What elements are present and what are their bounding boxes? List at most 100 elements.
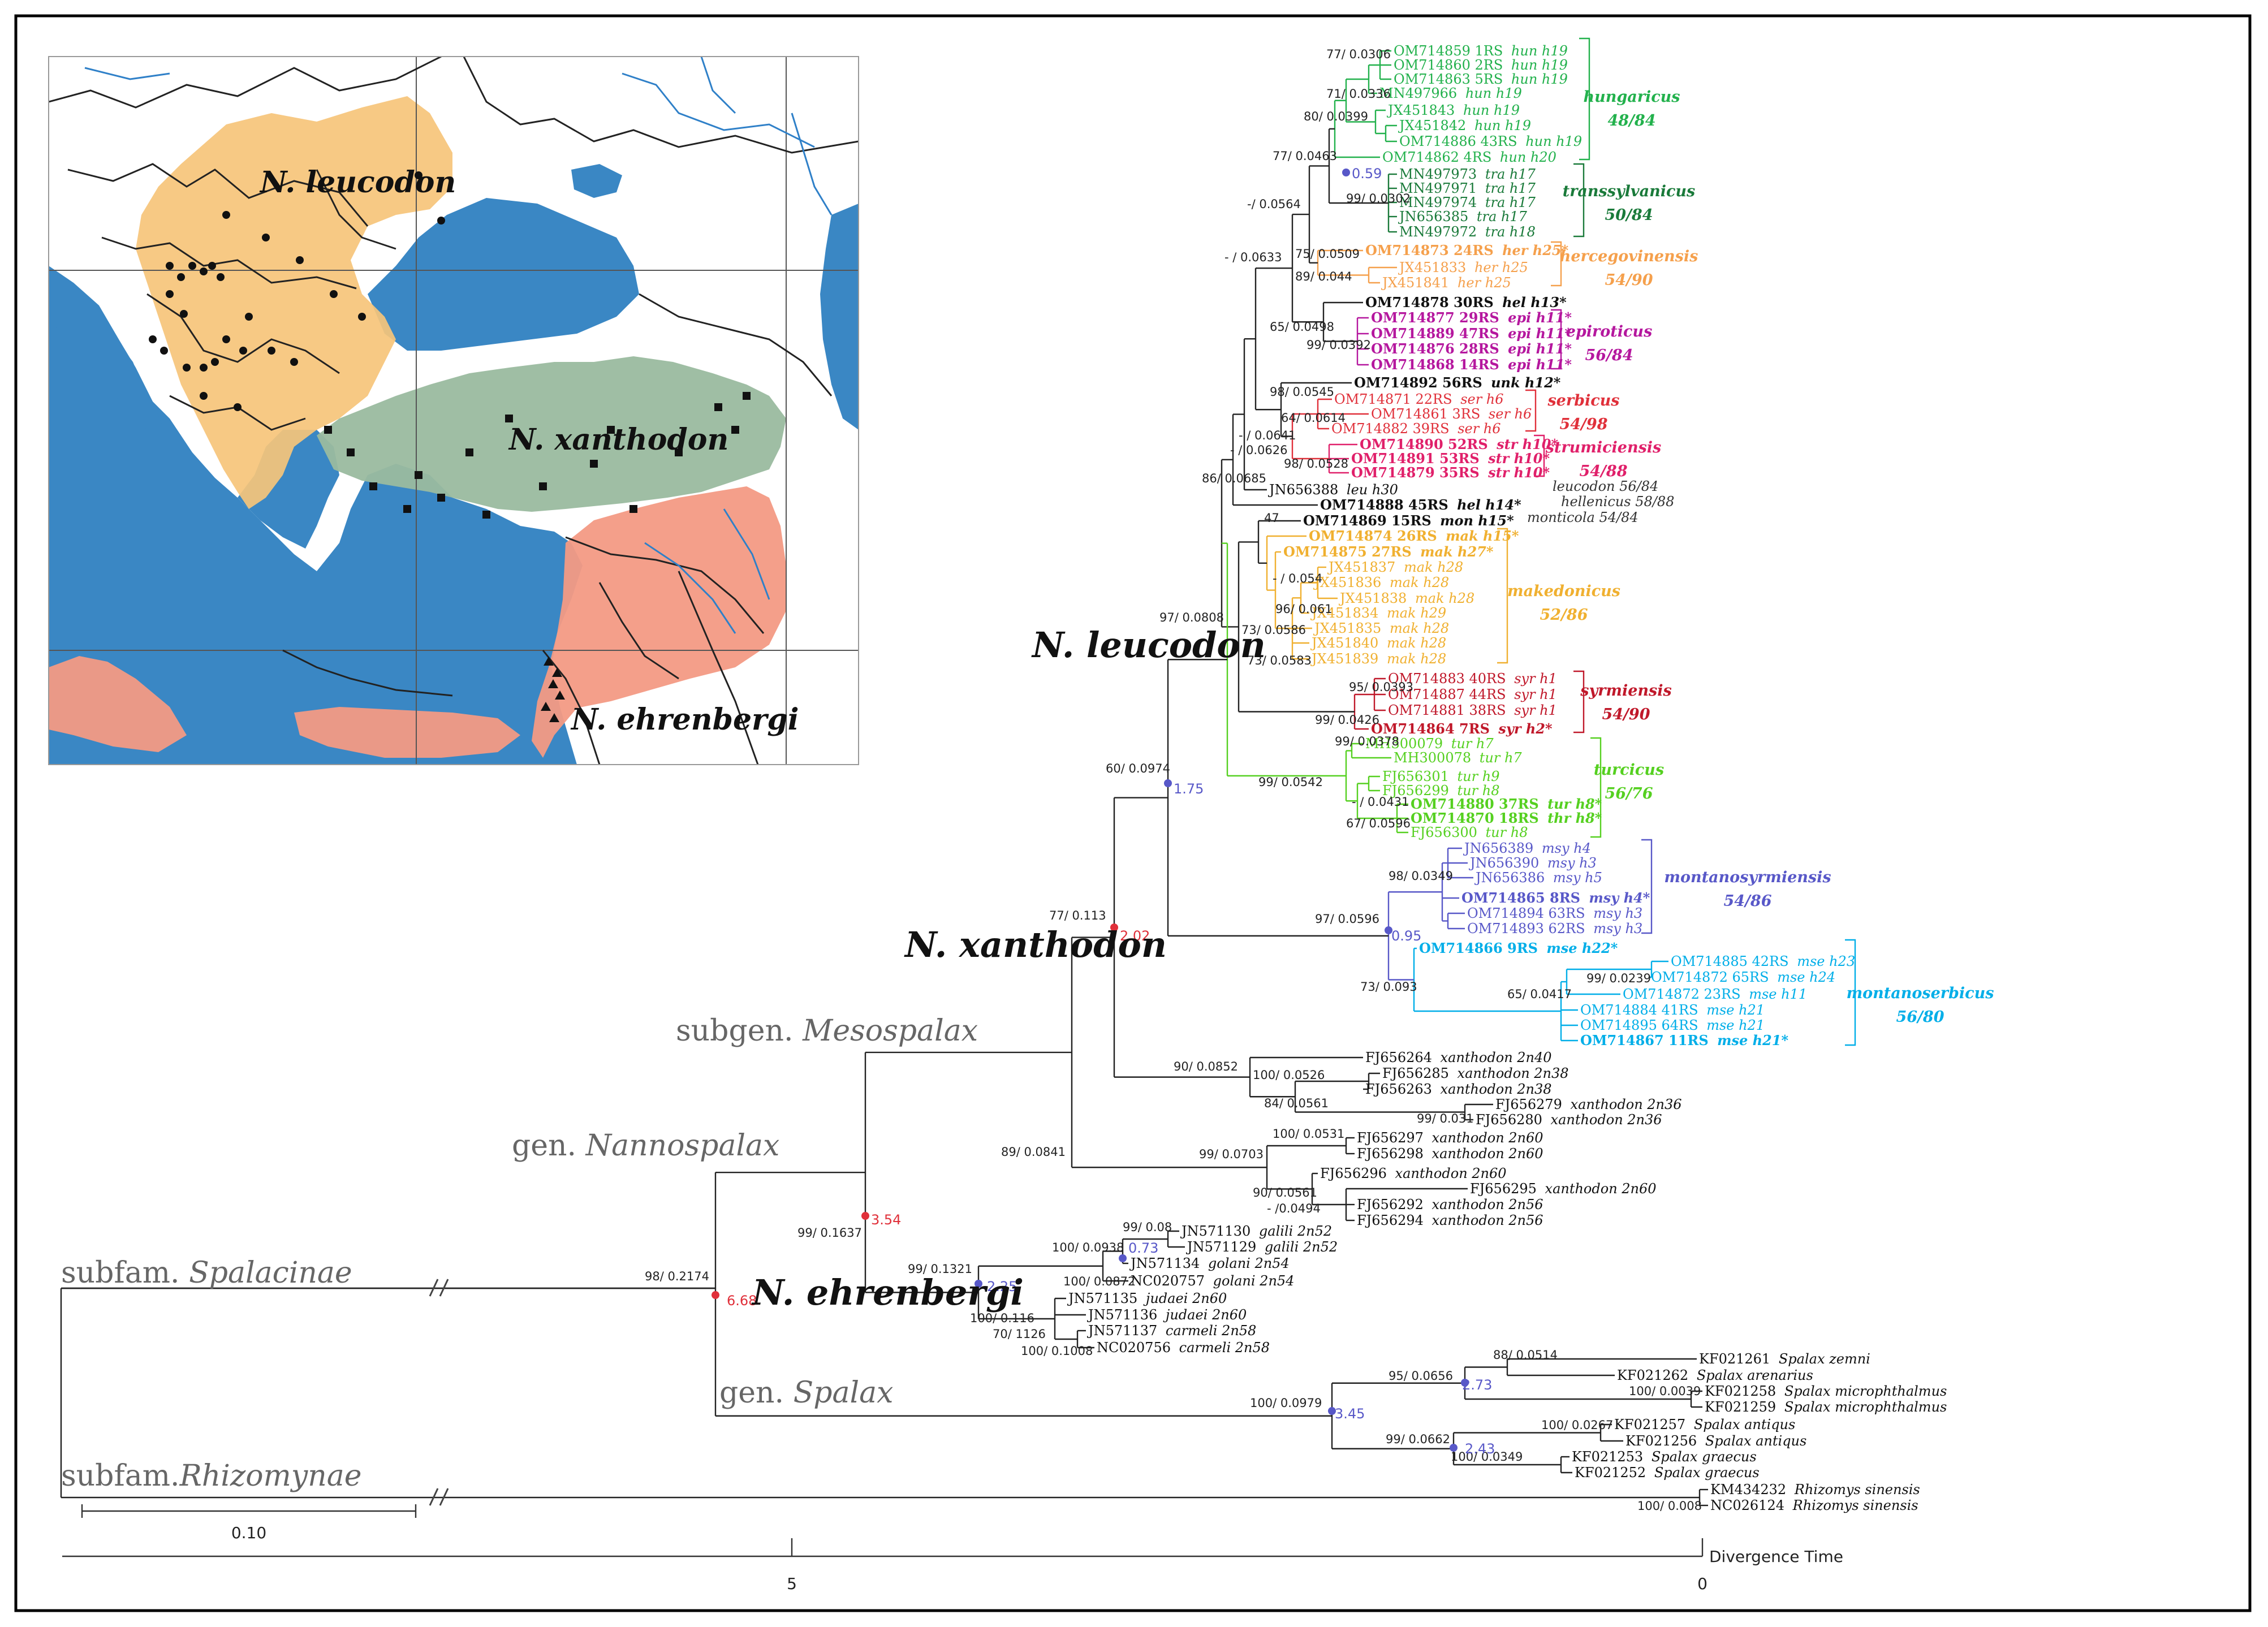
tip-taxon: unk h12* xyxy=(1491,374,1561,391)
tip-label: OM714879 35RS str h10* xyxy=(1351,464,1550,481)
support-value: 80/ 0.0399 xyxy=(1304,110,1368,123)
tip-taxon: Spalax antiqus xyxy=(1694,1417,1795,1432)
tip-accession: OM714875 27RS xyxy=(1283,543,1412,560)
tip-accession: MH300079 xyxy=(1365,736,1443,752)
tip-accession: NC020757 xyxy=(1131,1273,1205,1289)
clade-karyotype: 56/84 xyxy=(1585,347,1633,364)
clade-karyotype: 52/86 xyxy=(1540,606,1588,624)
tip-taxon: carmeli 2n58 xyxy=(1179,1340,1270,1356)
clade-bracket xyxy=(1525,389,1537,432)
time-axis-tick-0: 0 xyxy=(1697,1574,1708,1593)
tip-taxon: msy h4* xyxy=(1589,890,1650,906)
tip-accession: FJ656263 xyxy=(1365,1081,1432,1097)
group-rank: gen. xyxy=(719,1376,794,1410)
tip-label: OM714878 30RS hel h13* xyxy=(1365,294,1567,310)
clade-karyotype: 54/90 xyxy=(1602,706,1650,723)
tip-taxon: xanthodon 2n60 xyxy=(1545,1181,1657,1197)
tip-label: OM714892 56RS unk h12* xyxy=(1354,374,1561,391)
tip-label: JN656386 msy h5 xyxy=(1474,870,1602,886)
node-marker xyxy=(975,1280,982,1288)
support-value: 47 xyxy=(1264,511,1279,525)
clade-bracket xyxy=(1579,37,1590,161)
tip-label: OM714888 45RS hel h14* xyxy=(1320,497,1521,513)
tip-label: MH300079 tur h7 xyxy=(1365,736,1494,752)
tip-taxon: hun h19 xyxy=(1474,118,1531,133)
tip-taxon: tur h8* xyxy=(1547,796,1602,812)
support-value: 77/ 0.0463 xyxy=(1273,149,1337,163)
divergence-time: 2.43 xyxy=(1465,1441,1495,1457)
tip-taxon: msy h5 xyxy=(1553,870,1602,886)
tip-accession: KF021252 xyxy=(1575,1465,1646,1481)
tip-accession: OM714869 15RS xyxy=(1303,512,1431,529)
tip-label: OM714894 63RS msy h3 xyxy=(1467,905,1642,921)
support-value: 98/ 0.0528 xyxy=(1284,457,1348,471)
tip-label: MH300078 tur h7 xyxy=(1394,750,1522,766)
tip-label: JX451837 mak h28 xyxy=(1327,559,1463,575)
node-marker xyxy=(861,1212,869,1220)
support-value: 98/ 0.0545 xyxy=(1270,385,1334,399)
support-value: 100/ 0.0349 xyxy=(1451,1450,1523,1464)
tip-label: KF021262 Spalax arenarius xyxy=(1617,1367,1813,1383)
species-label: N. leucodon xyxy=(1031,624,1266,666)
tip-accession: JN571137 xyxy=(1086,1323,1157,1339)
group-label: gen. Nannospalax xyxy=(512,1129,779,1163)
tip-taxon: xanthodon 2n40 xyxy=(1441,1050,1552,1065)
tip-label: JN656389 msy h4 xyxy=(1463,840,1591,856)
tip-accession: OM714892 56RS xyxy=(1354,374,1482,391)
tip-label: MN497966 hun h19 xyxy=(1379,85,1522,101)
tip-taxon: xanthodon 2n38 xyxy=(1441,1081,1552,1097)
tip-taxon: xanthodon 2n60 xyxy=(1432,1130,1543,1146)
support-value: 100/ 0.1008 xyxy=(1021,1344,1093,1358)
tip-accession: JN656385 xyxy=(1398,209,1468,225)
tip-taxon: epi h11* xyxy=(1508,356,1572,373)
tip-accession: MN497971 xyxy=(1399,180,1477,196)
tip-taxon: ser h6 xyxy=(1489,406,1532,422)
tip-label: OM714891 53RS str h10* xyxy=(1351,450,1550,467)
tip-accession: OM714866 9RS xyxy=(1419,940,1538,956)
tip-accession: JX451842 xyxy=(1398,118,1466,133)
divergence-time: 1.75 xyxy=(1174,781,1204,797)
tip-accession: KF021258 xyxy=(1705,1383,1776,1399)
clade-bracket xyxy=(1551,241,1562,287)
tip-accession: JN571135 xyxy=(1067,1291,1137,1306)
tip-accession: OM714874 26RS xyxy=(1309,528,1437,544)
tip-accession: JX451840 xyxy=(1310,635,1378,651)
sea-black xyxy=(368,198,639,351)
tip-label: JN571136 judaei 2n60 xyxy=(1086,1307,1247,1323)
tip-label: OM714865 8RS msy h4* xyxy=(1461,890,1650,906)
tip-taxon: Spalax arenarius xyxy=(1697,1367,1813,1383)
tip-label: JX451835 mak h28 xyxy=(1313,620,1449,636)
tip-label: OM714882 39RS ser h6 xyxy=(1331,421,1501,437)
tip-accession: FJ656301 xyxy=(1382,769,1449,784)
tip-accession: JX451841 xyxy=(1381,275,1449,291)
tip-taxon: xanthodon 2n36 xyxy=(1571,1097,1682,1112)
tip-accession: OM714867 11RS xyxy=(1580,1032,1709,1048)
tip-accession: FJ656279 xyxy=(1495,1097,1562,1112)
clade-bracket xyxy=(1641,839,1653,934)
support-value: 86/ 0.0685 xyxy=(1202,472,1266,485)
clade-bracket xyxy=(1534,434,1545,477)
support-value: 77/ 0.113 xyxy=(1049,909,1106,922)
tip-taxon: tur h7 xyxy=(1480,750,1523,766)
tip-accession: JN656388 xyxy=(1267,482,1338,498)
tip-accession: KF021261 xyxy=(1699,1351,1770,1367)
group-taxon: Spalax xyxy=(794,1376,894,1410)
tip-accession: JN656389 xyxy=(1463,840,1533,856)
tip-label: OM714866 9RS mse h22* xyxy=(1419,940,1618,956)
divergence-time: 2.02 xyxy=(1120,928,1150,944)
node-marker xyxy=(1328,1407,1336,1415)
support-value: 100/ 0.0267 xyxy=(1541,1418,1613,1432)
tip-taxon: mse h23 xyxy=(1797,953,1855,969)
support-value: 99/ 0.08 xyxy=(1123,1220,1172,1234)
node-marker xyxy=(1385,926,1392,934)
tip-label: OM714871 22RS ser h6 xyxy=(1334,391,1504,407)
tip-taxon: mse h24 xyxy=(1777,969,1835,985)
tip-taxon: xanthodon 2n38 xyxy=(1458,1065,1569,1081)
support-value: 100/ 0.0979 xyxy=(1250,1396,1322,1410)
map-frame xyxy=(48,56,859,765)
map-range-label: N. ehrenbergi xyxy=(570,702,799,737)
tip-taxon: tur h8 xyxy=(1458,783,1500,799)
tip-label: OM714874 26RS mak h15* xyxy=(1309,528,1519,544)
support-value: - / 0.0431 xyxy=(1352,795,1409,809)
tip-taxon: tra h17 xyxy=(1485,166,1536,182)
